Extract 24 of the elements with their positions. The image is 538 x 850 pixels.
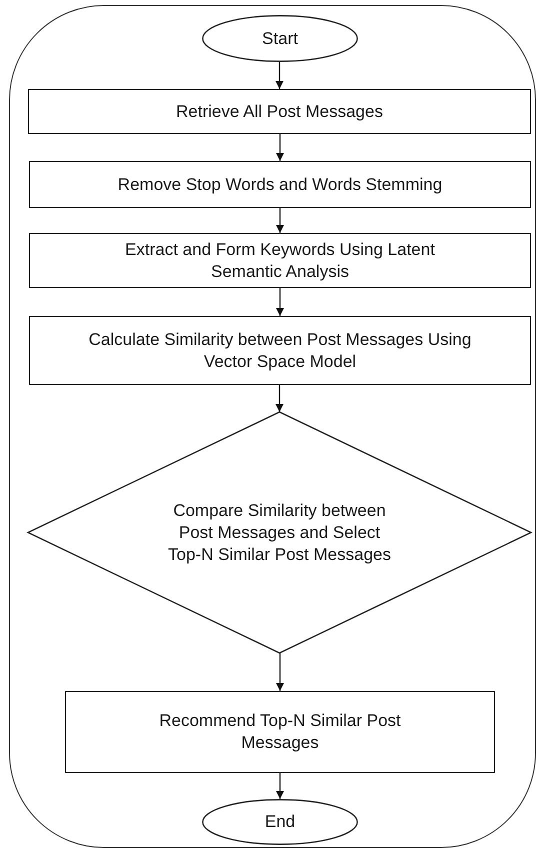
step-label: Extract and Form Keywords Using Latent Semantic Analysis [124, 238, 436, 282]
arrow [276, 288, 284, 316]
decision-diamond [28, 412, 531, 653]
arrow [276, 653, 284, 691]
process-box [29, 161, 531, 208]
process-box [29, 233, 531, 288]
process-box [28, 89, 531, 134]
step-label: Calculate Similarity between Post Messages Using Vector Space Model [88, 328, 472, 372]
arrow [276, 773, 284, 799]
arrow [276, 134, 284, 161]
step-label: Remove Stop Words and Words Stemming [116, 174, 444, 196]
step-label: Compare Similarity between Post Messages and Select Top-N Similar Post Messages [167, 500, 392, 566]
step-label: End [264, 811, 296, 833]
arrow [276, 208, 284, 233]
terminal-ellipse [202, 799, 358, 845]
process-box [65, 691, 495, 773]
step-label: Retrieve All Post Messages [175, 100, 384, 122]
terminal-ellipse [202, 15, 358, 62]
arrow [276, 385, 284, 412]
step-label: Recommend Top-N Similar Post Messages [158, 710, 402, 754]
frame-outline [9, 5, 536, 848]
step-label: Start [261, 28, 299, 50]
arrow [276, 62, 284, 89]
process-box [29, 316, 531, 385]
